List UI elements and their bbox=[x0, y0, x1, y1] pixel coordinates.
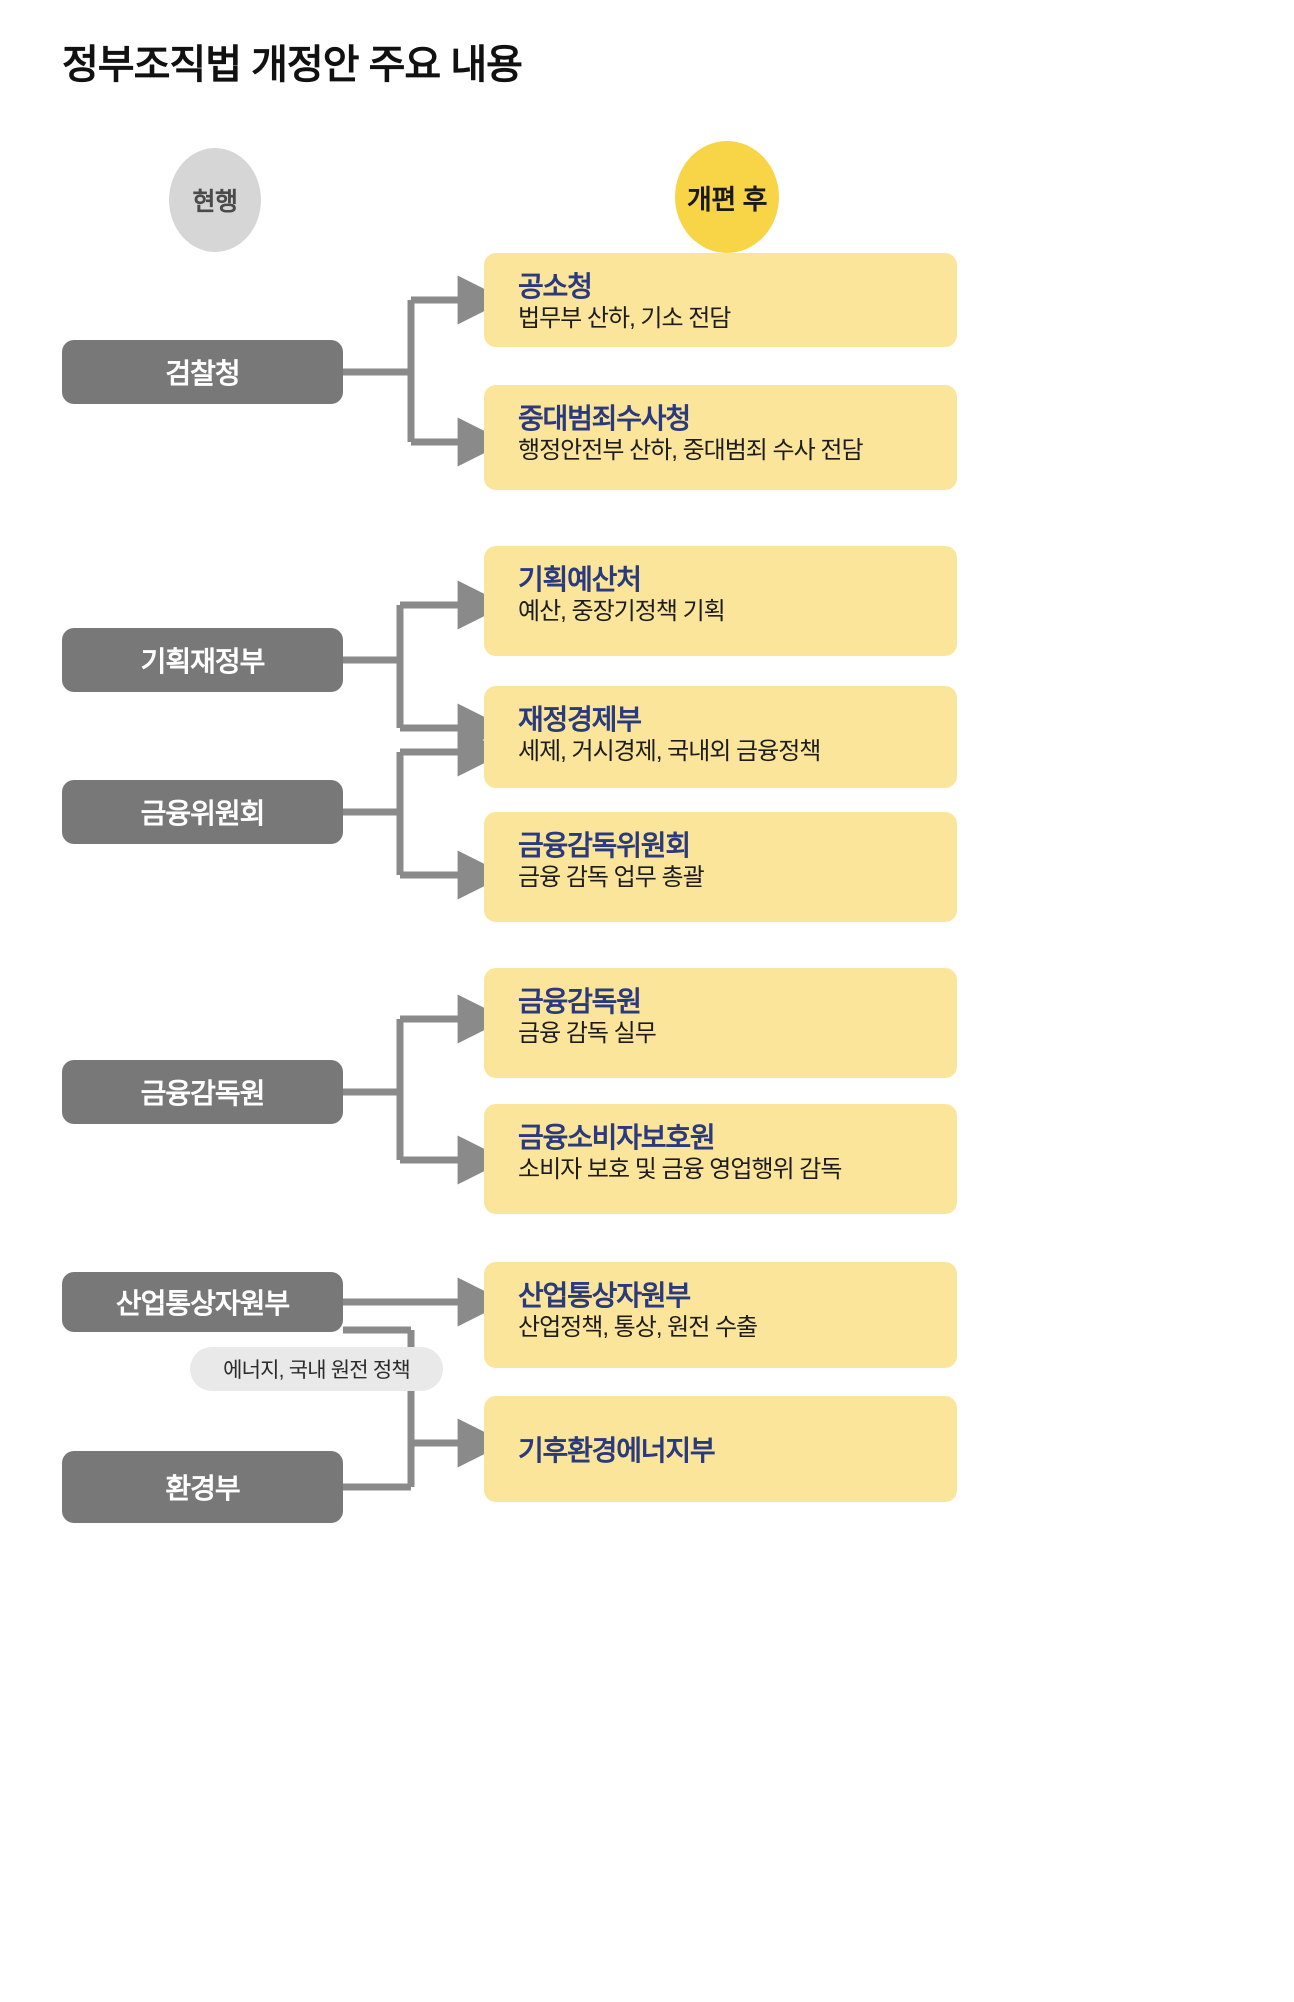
after-box-budget-planning-office[interactable]: 기획예산처 예산, 중장기정책 기획 bbox=[484, 546, 957, 656]
current-box-label: 환경부 bbox=[165, 1473, 240, 1504]
page-title: 정부조직법 개정안 주요 내용 bbox=[62, 43, 523, 87]
after-box-subtitle: 예산, 중장기정책 기획 bbox=[518, 598, 726, 626]
after-box-title: 기획예산처 bbox=[518, 564, 642, 595]
after-box-title: 기후환경에너지부 bbox=[518, 1435, 716, 1467]
after-box-climate-environment-energy-ministry[interactable]: 기후환경에너지부 bbox=[484, 1396, 957, 1502]
after-box-title: 중대범죄수사청 bbox=[518, 403, 691, 434]
current-box-label: 산업통상자원부 bbox=[115, 1288, 290, 1319]
transfer-note-label: 에너지, 국내 원전 정책 bbox=[223, 1359, 411, 1382]
after-box-subtitle: 산업정책, 통상, 원전 수출 bbox=[518, 1314, 758, 1342]
current-box-financial-services-commission[interactable]: 금융위원회 bbox=[62, 780, 343, 844]
after-box-subtitle: 금융 감독 실무 bbox=[518, 1020, 657, 1048]
after-box-subtitle: 소비자 보호 및 금융 영업행위 감독 bbox=[518, 1156, 842, 1184]
after-box-finance-economy-ministry[interactable]: 재정경제부 세제, 거시경제, 국내외 금융정책 bbox=[484, 686, 957, 788]
after-box-financial-supervisory-service[interactable]: 금융감독원 금융 감독 실무 bbox=[484, 968, 957, 1078]
after-box-title: 금융감독위원회 bbox=[518, 830, 691, 861]
current-box-label: 금융위원회 bbox=[140, 798, 266, 829]
after-box-subtitle: 세제, 거시경제, 국내외 금융정책 bbox=[518, 738, 821, 766]
legend-badge-after-label: 개편 후 bbox=[686, 184, 768, 215]
after-box-subtitle: 금융 감독 업무 총괄 bbox=[518, 864, 705, 892]
legend-badge-after: 개편 후 bbox=[675, 141, 779, 253]
after-box-serious-crime-investigation[interactable]: 중대범죄수사청 행정안전부 산하, 중대범죄 수사 전담 bbox=[484, 385, 957, 490]
after-box-title: 금융감독원 bbox=[518, 986, 642, 1017]
current-box-ministry-of-trade-industry-energy[interactable]: 산업통상자원부 bbox=[62, 1272, 343, 1332]
after-box-ministry-of-trade-industry-energy[interactable]: 산업통상자원부 산업정책, 통상, 원전 수출 bbox=[484, 1262, 957, 1368]
after-box-subtitle: 법무부 산하, 기소 전담 bbox=[518, 305, 731, 333]
current-box-label: 검찰청 bbox=[165, 358, 240, 389]
current-box-label: 금융감독원 bbox=[140, 1078, 266, 1109]
current-box-ministry-of-economy-finance[interactable]: 기획재정부 bbox=[62, 628, 343, 692]
after-box-financial-supervisory-commission[interactable]: 금융감독위원회 금융 감독 업무 총괄 bbox=[484, 812, 957, 922]
after-box-title: 재정경제부 bbox=[518, 704, 642, 735]
after-box-subtitle: 행정안전부 산하, 중대범죄 수사 전담 bbox=[518, 437, 864, 465]
after-box-financial-consumer-protection[interactable]: 금융소비자보호원 소비자 보호 및 금융 영업행위 감독 bbox=[484, 1104, 957, 1214]
after-box-title: 공소청 bbox=[518, 271, 593, 302]
current-box-ministry-of-environment[interactable]: 환경부 bbox=[62, 1451, 343, 1523]
legend-badge-current-label: 현행 bbox=[192, 188, 238, 216]
current-box-prosecution-service[interactable]: 검찰청 bbox=[62, 340, 343, 404]
after-box-gongsocheong[interactable]: 공소청 법무부 산하, 기소 전담 bbox=[484, 253, 957, 347]
after-box-title: 금융소비자보호원 bbox=[518, 1122, 716, 1153]
current-box-financial-supervisory-service[interactable]: 금융감독원 bbox=[62, 1060, 343, 1124]
transfer-note-energy-policy: 에너지, 국내 원전 정책 bbox=[190, 1347, 443, 1391]
legend-badge-current: 현행 bbox=[169, 148, 261, 252]
after-box-title: 산업통상자원부 bbox=[518, 1280, 691, 1311]
current-box-label: 기획재정부 bbox=[140, 646, 266, 677]
